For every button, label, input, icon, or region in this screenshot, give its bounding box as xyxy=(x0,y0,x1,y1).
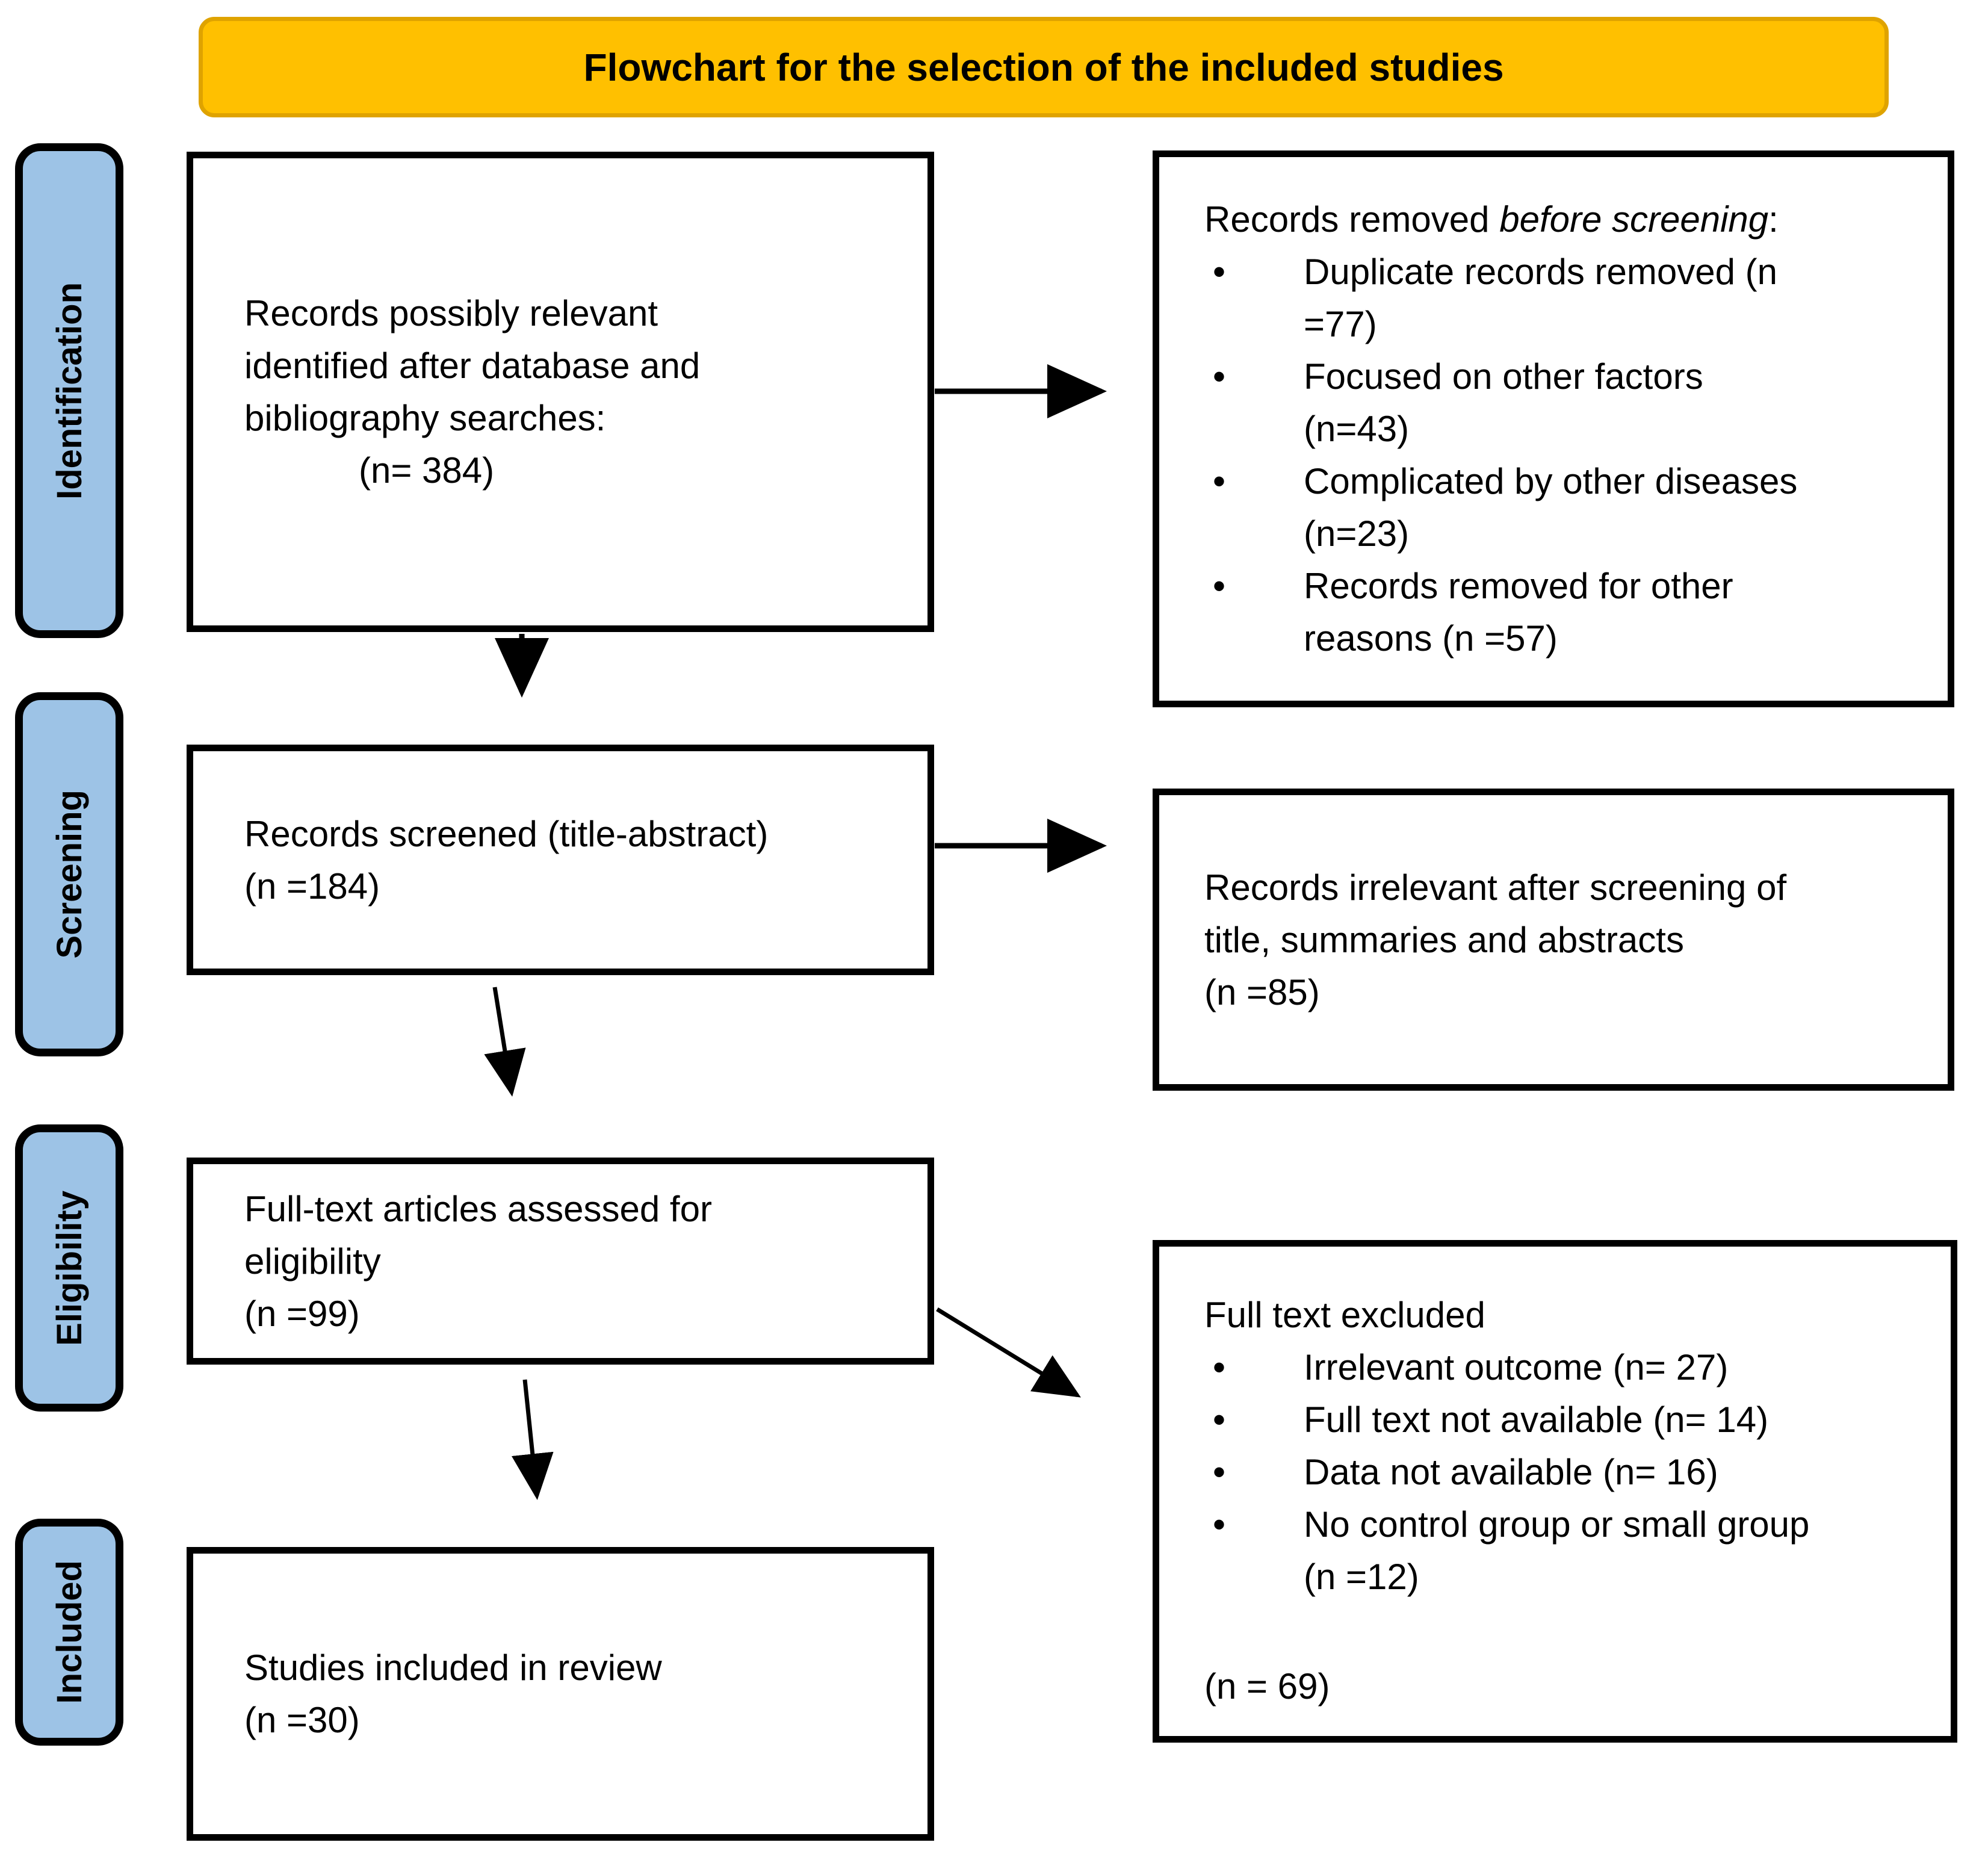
bullet-text: Records removed for other reasons (n =57… xyxy=(1304,566,1733,659)
box-records-identified: Records possibly relevant identified aft… xyxy=(187,152,934,632)
bullet-dot-icon: • xyxy=(1213,1400,1226,1440)
bullet-dot-icon: • xyxy=(1213,1504,1226,1545)
stage-label-included: Included xyxy=(15,1519,123,1746)
bullet-text: Full text not available (n= 14) xyxy=(1304,1400,1769,1440)
page-title: Flowchart for the selection of the inclu… xyxy=(583,45,1504,89)
n-value: (n =85) xyxy=(1204,972,1320,1012)
bullet-dot-icon: • xyxy=(1213,566,1226,606)
bullet-text: Complicated by other diseases (n=23) xyxy=(1304,461,1798,554)
bullet-item: • Records removed for other reasons (n =… xyxy=(1204,560,1918,665)
bullet-item: • Complicated by other diseases (n=23) xyxy=(1204,455,1918,560)
box-fulltext-excluded: Full text excluded • Irrelevant outcome … xyxy=(1153,1240,1957,1743)
bullet-text: No control group or small group (n =12) xyxy=(1304,1504,1810,1597)
excluded-total: (n = 69) xyxy=(1204,1666,1330,1707)
box-text: Records screened (title-abstract) xyxy=(244,813,769,854)
box-records-screened: Records screened (title-abstract) (n =18… xyxy=(187,745,934,975)
stage-label-text: Eligibility xyxy=(49,1190,89,1346)
box-text: Records irrelevant after screening of ti… xyxy=(1204,867,1787,960)
title-banner: Flowchart for the selection of the inclu… xyxy=(199,17,1889,117)
box-heading: Full text excluded xyxy=(1204,1295,1485,1335)
bullet-item: • Focused on other factors (n=43) xyxy=(1204,350,1918,455)
box-text: Records possibly relevant identified aft… xyxy=(244,293,701,438)
box-records-removed-before-screening: Records removed before screening: • Dupl… xyxy=(1153,150,1954,707)
box-records-irrelevant: Records irrelevant after screening of ti… xyxy=(1153,789,1954,1091)
n-value: (n =30) xyxy=(244,1700,360,1740)
arrow-assessed-to-excluded-icon xyxy=(936,1307,1081,1398)
bullet-dot-icon: • xyxy=(1213,461,1226,501)
bullet-dot-icon: • xyxy=(1213,1452,1226,1492)
bullet-item: • Full text not available (n= 14) xyxy=(1204,1393,1921,1446)
bullet-text: Duplicate records removed (n =77) xyxy=(1304,252,1778,344)
box-heading: Records removed before screening: xyxy=(1204,193,1918,246)
box-text: Studies included in review xyxy=(244,1648,662,1688)
arrow-assessed-to-included-icon xyxy=(511,1379,554,1500)
stage-label-screening: Screening xyxy=(15,692,123,1056)
bullet-text: Irrelevant outcome (n= 27) xyxy=(1304,1347,1729,1387)
bullet-text: Focused on other factors (n=43) xyxy=(1304,356,1703,449)
bullet-item: • Irrelevant outcome (n= 27) xyxy=(1204,1341,1921,1393)
box-studies-included: Studies included in review (n =30) xyxy=(187,1547,934,1841)
n-value: (n= 384) xyxy=(359,450,495,491)
stage-label-eligibility: Eligibility xyxy=(15,1124,123,1412)
stage-label-text: Included xyxy=(49,1560,89,1704)
n-value: (n =99) xyxy=(244,1293,360,1334)
bullet-item: • No control group or small group (n =12… xyxy=(1204,1498,1921,1603)
stage-label-text: Identification xyxy=(49,282,89,500)
bullet-item: • Duplicate records removed (n =77) xyxy=(1204,246,1918,350)
box-fulltext-assessed: Full-text articles assessed for eligibil… xyxy=(187,1158,934,1365)
bullet-dot-icon: • xyxy=(1213,1347,1226,1387)
stage-label-identification: Identification xyxy=(15,143,123,638)
n-value: (n =184) xyxy=(244,866,380,907)
heading-italic: before screening xyxy=(1499,199,1769,240)
arrow-screened-to-assessed-icon xyxy=(484,987,526,1097)
stage-label-text: Screening xyxy=(49,790,89,959)
bullet-dot-icon: • xyxy=(1213,356,1226,397)
bullet-text: Data not available (n= 16) xyxy=(1304,1452,1718,1492)
box-text: Full-text articles assessed for eligibil… xyxy=(244,1188,712,1282)
bullet-item: • Data not available (n= 16) xyxy=(1204,1446,1921,1498)
bullet-dot-icon: • xyxy=(1213,252,1226,292)
heading-suffix: : xyxy=(1768,199,1779,240)
heading-prefix: Records removed xyxy=(1204,199,1500,240)
